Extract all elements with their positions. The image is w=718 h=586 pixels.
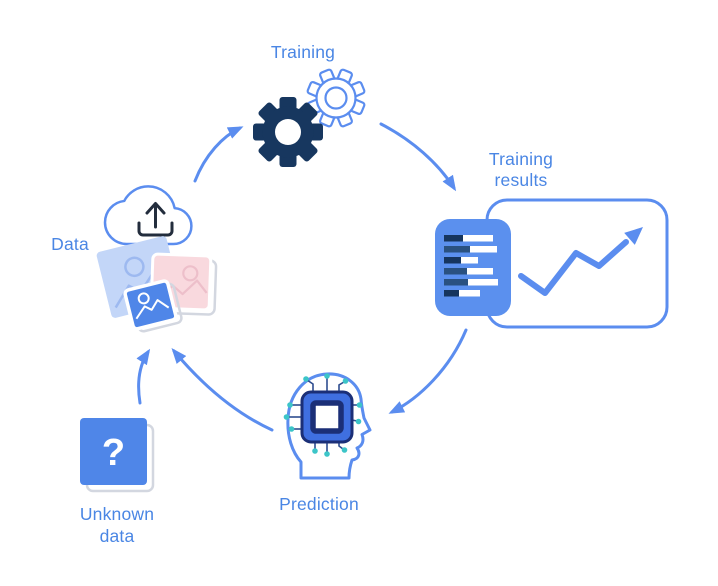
question-box-icon: ? xyxy=(80,418,155,493)
data-label: Data xyxy=(51,234,89,254)
arrow-unknown-to-data xyxy=(136,348,151,405)
arrow-data-to-training xyxy=(193,126,244,183)
question-mark: ? xyxy=(102,432,125,474)
cloud-upload-icon xyxy=(105,186,191,244)
upload-arrow-icon xyxy=(137,202,174,237)
head-chip-icon xyxy=(283,372,372,480)
image-stack-icon xyxy=(96,236,218,333)
prediction-label: Prediction xyxy=(279,494,359,514)
results-panel xyxy=(485,198,669,329)
training-label: Training xyxy=(270,42,336,62)
document-bars-icon xyxy=(435,219,511,316)
unknown-data-label: Unknown data xyxy=(57,503,177,547)
training-results-label-line2: results xyxy=(494,170,548,190)
training-results-icon xyxy=(435,198,669,329)
training-results-label-line1: Training xyxy=(488,149,554,169)
unknown-data-label-line1: Unknown xyxy=(79,504,155,524)
unknown-data-label-line2: data xyxy=(99,526,135,546)
trend-chart-icon xyxy=(518,227,643,296)
gears-icon xyxy=(253,68,366,167)
training-results-label: Training results xyxy=(461,149,581,191)
arrow-results-to-prediction xyxy=(388,328,468,414)
arrow-training-to-results xyxy=(379,122,457,192)
arrow-prediction-to-data xyxy=(171,348,274,432)
